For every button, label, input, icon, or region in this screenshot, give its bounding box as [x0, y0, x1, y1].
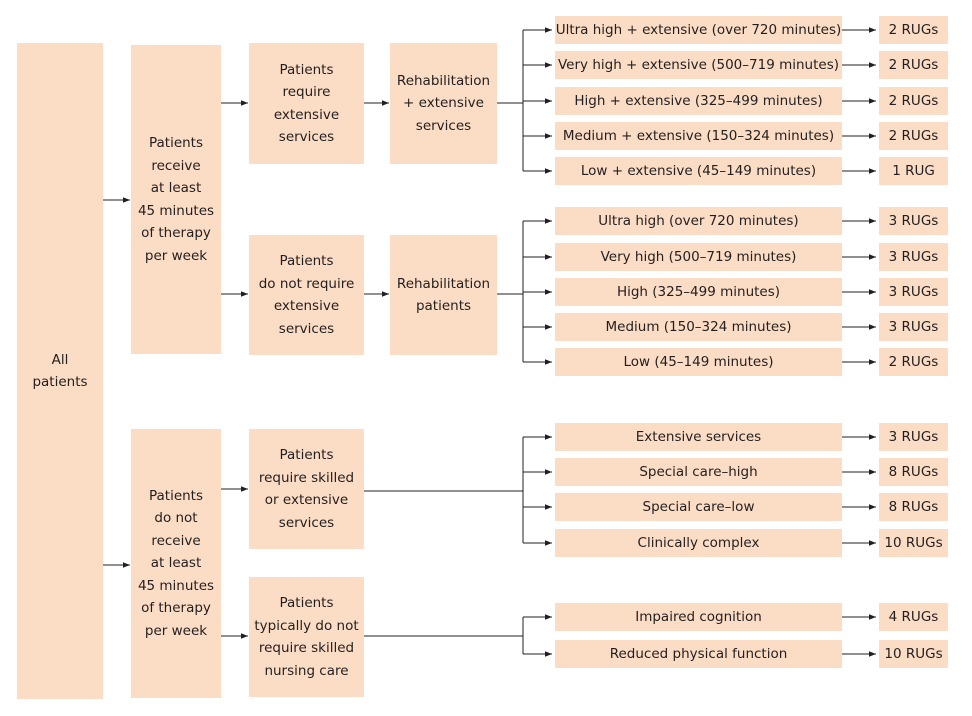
leaf-high: High (325–499 minutes) — [555, 278, 842, 306]
rug-count: 8 RUGs — [879, 493, 948, 521]
node-receive-therapy: Patients receive at least 45 minutes of … — [131, 45, 221, 354]
leaf-very-high-extensive: Very high + extensive (500–719 minutes) — [555, 51, 842, 79]
rug-count: 3 RUGs — [879, 243, 948, 271]
leaf-low-extensive: Low + extensive (45–149 minutes) — [555, 157, 842, 185]
leaf-impaired-cognition: Impaired cognition — [555, 603, 842, 631]
rug-count: 10 RUGs — [879, 640, 948, 668]
node-not-require-skilled: Patients typically do not require skille… — [249, 577, 364, 697]
leaf-very-high: Very high (500–719 minutes) — [555, 243, 842, 271]
rug-count: 2 RUGs — [879, 122, 948, 150]
rug-count: 2 RUGs — [879, 16, 948, 44]
rug-count: 3 RUGs — [879, 423, 948, 451]
node-all-patients: All patients — [17, 43, 103, 699]
rug-count: 1 RUG — [879, 157, 948, 185]
leaf-high-extensive: High + extensive (325–499 minutes) — [555, 87, 842, 115]
node-not-require-extensive: Patients do not require extensive servic… — [249, 235, 364, 355]
rug-count: 3 RUGs — [879, 278, 948, 306]
rug-count: 2 RUGs — [879, 51, 948, 79]
leaf-ultra-high-extensive: Ultra high + extensive (over 720 minutes… — [555, 16, 842, 44]
node-require-skilled: Patients require skilled or extensive se… — [249, 429, 364, 549]
leaf-special-care-high: Special care–high — [555, 458, 842, 486]
rug-count: 10 RUGs — [879, 529, 948, 557]
leaf-extensive-services: Extensive services — [555, 423, 842, 451]
node-no-therapy: Patients do not receive at least 45 minu… — [131, 429, 221, 698]
leaf-medium: Medium (150–324 minutes) — [555, 313, 842, 341]
leaf-clinically-complex: Clinically complex — [555, 529, 842, 557]
leaf-ultra-high: Ultra high (over 720 minutes) — [555, 207, 842, 235]
rug-count: 3 RUGs — [879, 207, 948, 235]
leaf-reduced-physical-function: Reduced physical function — [555, 640, 842, 668]
rug-count: 2 RUGs — [879, 348, 948, 376]
node-rehab-extensive: Rehabilitation + extensive services — [390, 43, 497, 164]
leaf-medium-extensive: Medium + extensive (150–324 minutes) — [555, 122, 842, 150]
rug-count: 4 RUGs — [879, 603, 948, 631]
leaf-special-care-low: Special care–low — [555, 493, 842, 521]
rug-count: 3 RUGs — [879, 313, 948, 341]
leaf-low: Low (45–149 minutes) — [555, 348, 842, 376]
rug-count: 8 RUGs — [879, 458, 948, 486]
rug-count: 2 RUGs — [879, 87, 948, 115]
node-require-extensive: Patients require extensive services — [249, 43, 364, 164]
node-rehab-patients: Rehabilitation patients — [390, 235, 497, 355]
